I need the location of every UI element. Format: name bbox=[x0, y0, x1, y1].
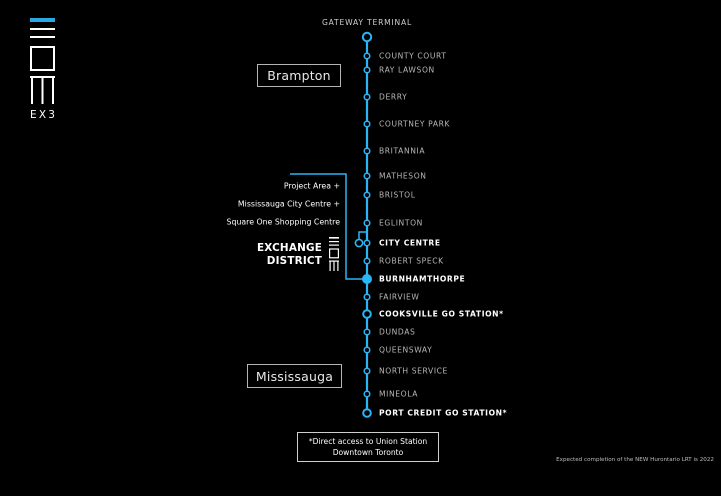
station-node-fairview bbox=[363, 293, 371, 301]
exchange-line1: EXCHANGE bbox=[256, 242, 322, 254]
project-area-label: Project Area + bbox=[283, 181, 340, 191]
station-node-burnhamthorpe bbox=[362, 274, 372, 284]
square-one-label: Square One Shopping Centre bbox=[226, 217, 340, 227]
station-label-county-court: COUNTY COURT bbox=[379, 51, 447, 61]
mississauga-box: Mississauga bbox=[247, 364, 342, 388]
brampton-box: Brampton bbox=[257, 64, 341, 87]
station-label-burnhamthorpe: BURNHAMTHORPE bbox=[379, 274, 466, 284]
station-node-mineola bbox=[363, 390, 371, 398]
gateway-terminal-label: GATEWAY TERMINAL bbox=[321, 18, 413, 27]
note-line1: *Direct access to Union Station bbox=[308, 437, 428, 446]
station-label-north-service: NORTH SERVICE bbox=[379, 366, 448, 376]
station-label-fairview: FAIRVIEW bbox=[379, 292, 420, 302]
station-node-north-service bbox=[363, 367, 371, 375]
exchange-line2: DISTRICT bbox=[266, 255, 322, 267]
station-label-mineola: MINEOLA bbox=[379, 389, 419, 399]
exchange-district-label: EXCHANGE DISTRICT bbox=[257, 242, 322, 268]
station-node-matheson bbox=[363, 172, 371, 180]
station-node-cooksville-go-station bbox=[362, 309, 372, 319]
station-label-queensway: QUEENSWAY bbox=[379, 345, 433, 355]
station-node-ray-lawson bbox=[363, 66, 371, 74]
station-node-courtney-park bbox=[363, 120, 371, 128]
station-label-city-centre: CITY CENTRE bbox=[379, 238, 441, 248]
note-line2: Downtown Toronto bbox=[332, 448, 404, 457]
completion-footnote: Expected completion of the NEW Hurontari… bbox=[556, 457, 714, 463]
city-centre-project-label: Mississauga City Centre + bbox=[237, 199, 340, 209]
station-node-county-court bbox=[363, 52, 371, 60]
station-node-dundas bbox=[363, 328, 371, 336]
station-label-derry: DERRY bbox=[379, 92, 408, 102]
station-label-britannia: BRITANNIA bbox=[379, 146, 426, 156]
station-label-port-credit-go-station: PORT CREDIT GO STATION* bbox=[379, 408, 508, 418]
station-node-robert-speck bbox=[363, 257, 371, 265]
station-label-cooksville-go-station: COOKSVILLE GO STATION* bbox=[379, 309, 504, 319]
station-label-bristol: BRISTOL bbox=[379, 190, 416, 200]
station-label-courtney-park: COURTNEY PARK bbox=[379, 119, 451, 129]
station-node-derry bbox=[363, 93, 371, 101]
station-node-port-credit-go-station bbox=[362, 408, 372, 418]
logo-text: EX3 bbox=[30, 109, 58, 121]
station-label-matheson: MATHESON bbox=[379, 171, 427, 181]
station-node-city-centre bbox=[363, 239, 371, 247]
union-station-note: *Direct access to Union Station Downtown… bbox=[297, 432, 439, 462]
station-label-eglinton: EGLINTON bbox=[379, 218, 423, 228]
ex3-logo-mark bbox=[30, 18, 55, 104]
station-node-britannia bbox=[363, 147, 371, 155]
exchange-mini-logo-icon bbox=[329, 237, 340, 271]
station-node-bristol bbox=[363, 191, 371, 199]
station-node-queensway bbox=[363, 346, 371, 354]
station-label-ray-lawson: RAY LAWSON bbox=[379, 65, 435, 75]
gateway-terminal-node bbox=[361, 31, 373, 43]
station-label-dundas: DUNDAS bbox=[379, 327, 416, 337]
station-node-eglinton bbox=[363, 219, 371, 227]
project-area-bracket bbox=[290, 173, 367, 280]
city-centre-branch-node bbox=[354, 238, 364, 248]
station-label-robert-speck: ROBERT SPECK bbox=[379, 256, 444, 266]
